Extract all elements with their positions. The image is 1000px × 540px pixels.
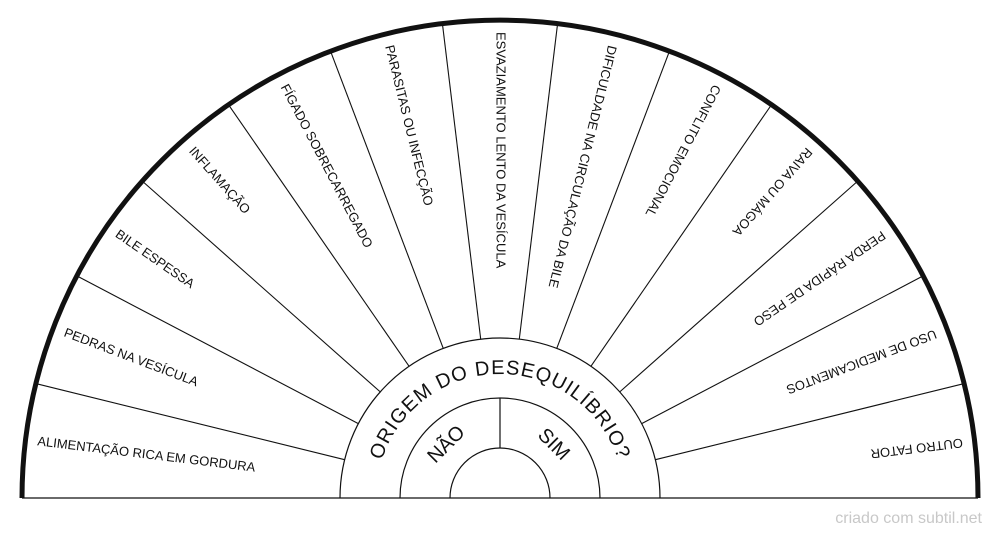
outer-arc <box>19 17 981 499</box>
segment-label: INFLAMAÇÃO <box>186 144 253 217</box>
segment-label: ESVAZIAMENTO LENTO DA VESÍCULA <box>494 32 509 269</box>
watermark: criado com subtil.net <box>835 510 982 527</box>
segment-label: ALIMENTAÇÃO RICA EM GORDURA <box>37 433 257 474</box>
segment-divider <box>37 383 345 461</box>
segment-label: FÍGADO SOBRECARREGADO <box>278 81 376 250</box>
segment-label: DIFICULDADE NA CIRCULAÇÃO DA BILE <box>546 44 620 290</box>
segment-label: PARASITAS OU INFECÇÃO <box>382 43 436 207</box>
segment-divider <box>556 52 670 349</box>
hub-arc <box>449 447 551 499</box>
segment-label: RAIVA OU MÁGOA <box>729 145 815 239</box>
segment-divider <box>442 25 482 340</box>
segment-divider <box>590 105 771 367</box>
segment-divider <box>78 276 359 425</box>
segment-divider <box>655 383 963 461</box>
segment-label: BILE ESPESSA <box>113 226 198 291</box>
segment-label: CONFLITO EMOCIONAL <box>642 82 724 219</box>
segment-divider <box>518 25 558 340</box>
chart-lines <box>19 17 981 499</box>
segment-divider <box>143 181 381 393</box>
segment-label: OUTRO FATOR <box>870 435 964 461</box>
segment-divider <box>619 181 857 393</box>
segment-divider <box>229 105 410 367</box>
segment-divider <box>330 52 444 349</box>
segment-divider <box>641 276 922 425</box>
inner-arc <box>339 337 661 499</box>
segment-label: PEDRAS NA VESÍCULA <box>62 325 201 390</box>
segment-label: PERDA RÁPIDA DE PESO <box>751 228 889 329</box>
answer-yes-label: SIM <box>533 424 574 465</box>
